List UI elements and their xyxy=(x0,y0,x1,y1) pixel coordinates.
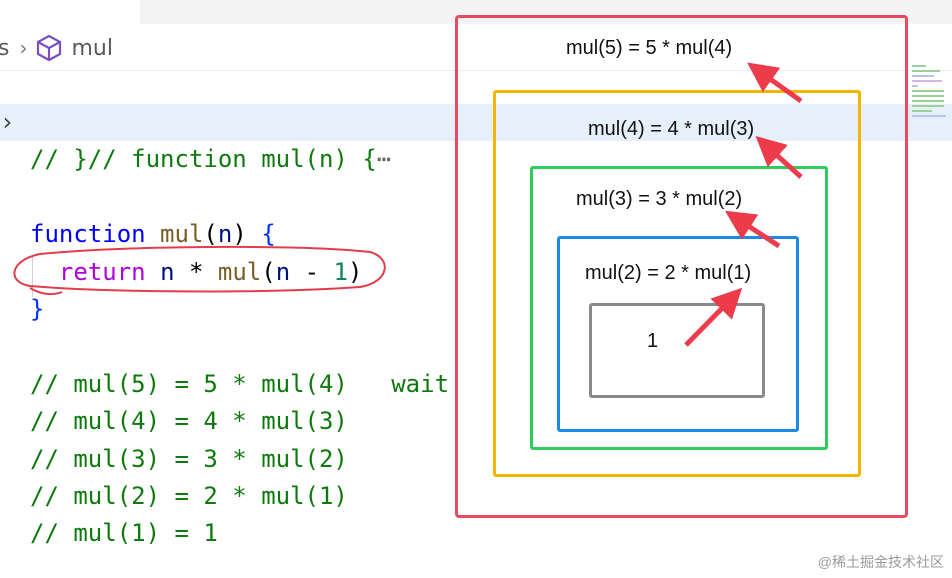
operator: * xyxy=(188,257,204,286)
paren: ) xyxy=(347,257,363,286)
chevron-right-icon: › xyxy=(19,36,28,60)
code-line[interactable]: // mul(5) = 5 * mul(4) wait xyxy=(0,366,952,403)
code-comment: // mul(3) = 3 * mul(2) xyxy=(30,444,348,473)
code-comment: // mul(5) = 5 * mul(4) wait xyxy=(30,369,450,398)
arrow-up-icon xyxy=(724,210,781,249)
breadcrumb-divider xyxy=(0,70,952,71)
paren: ) xyxy=(232,220,247,249)
breadcrumb-segment-folder[interactable]: s xyxy=(0,35,10,61)
code-comment: // mul(4) = 4 * mul(3) xyxy=(30,407,348,436)
recursion-box-5 xyxy=(455,15,908,518)
code-line[interactable]: // mul(3) = 3 * mul(2) xyxy=(0,441,952,478)
code-line[interactable]: › // function mul(n) {⋯ xyxy=(0,104,952,173)
arrow-up-icon xyxy=(747,62,803,104)
minimap[interactable] xyxy=(912,62,952,152)
box-label-mul2: mul(2) = 2 * mul(1) xyxy=(585,262,752,284)
code-line[interactable]: // mul(1) = 1 xyxy=(0,515,952,552)
number-literal: 1 xyxy=(333,257,348,286)
recursion-box-1 xyxy=(589,303,765,398)
code-line[interactable]: } xyxy=(0,291,952,328)
cube-icon xyxy=(37,34,62,62)
code-line[interactable]: // mul(2) = 2 * mul(1) xyxy=(0,478,952,515)
operator: - xyxy=(304,257,320,286)
indent-guide xyxy=(32,257,33,297)
recursion-box-2 xyxy=(557,236,799,432)
keyword-return: return xyxy=(58,257,146,286)
close-brace: } xyxy=(30,294,45,323)
code-comment: // mul(1) = 1 xyxy=(30,519,218,548)
code-comment: // mul(2) = 2 * mul(1) xyxy=(30,481,348,510)
recursion-box-3 xyxy=(530,166,828,450)
breadcrumb-segment-symbol[interactable]: mul xyxy=(71,35,113,61)
code-line[interactable]: // mul(4) = 4 * mul(3) xyxy=(0,403,952,440)
code-comment: // function mul(n) { xyxy=(87,145,377,174)
var-n: n xyxy=(160,257,175,286)
var-n: n xyxy=(275,257,291,286)
breadcrumb: s › mul xyxy=(0,30,113,66)
code-comment: // } xyxy=(30,145,88,174)
hand-drawn-circle xyxy=(13,245,386,296)
function-call: mul xyxy=(217,257,262,286)
editor-tab-strip xyxy=(140,0,952,24)
box-label-mul4: mul(4) = 4 * mul(3) xyxy=(588,118,755,140)
arrow-up-icon xyxy=(755,135,803,179)
paren: ( xyxy=(203,220,218,249)
code-line[interactable]: function mul(n) { xyxy=(0,216,952,253)
box-label-mul5: mul(5) = 5 * mul(4) xyxy=(566,37,733,59)
code-line[interactable]: return n * mul(n - 1) xyxy=(0,254,952,291)
arrow-up-icon xyxy=(684,287,743,347)
code-editor[interactable]: › // function mul(n) {⋯ // } function mul… xyxy=(0,104,952,553)
watermark: @稀土掘金技术社区 xyxy=(817,554,944,570)
recursion-box-4 xyxy=(493,90,861,477)
param-n: n xyxy=(217,220,233,249)
chevron-right-icon[interactable]: › xyxy=(0,108,15,136)
box-label-mul3: mul(3) = 3 * mul(2) xyxy=(576,188,743,210)
paren: ( xyxy=(261,257,276,286)
code-line[interactable]: // } xyxy=(0,141,952,178)
box-label-base: 1 xyxy=(647,330,659,352)
keyword-function: function xyxy=(30,220,146,249)
folded-ellipsis-icon[interactable]: ⋯ xyxy=(376,145,392,174)
open-brace: { xyxy=(261,220,276,249)
function-name: mul xyxy=(160,220,204,249)
